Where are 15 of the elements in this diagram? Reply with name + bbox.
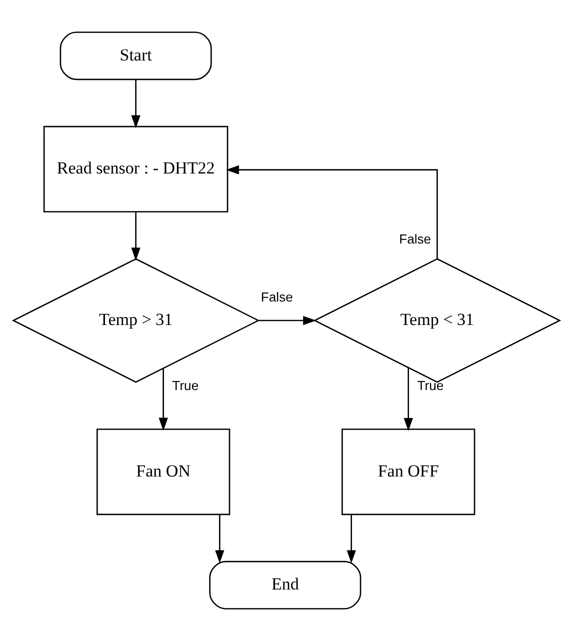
node-box: Start [60, 32, 212, 80]
node-box: Fan ON [96, 428, 230, 516]
arrow [131, 80, 140, 128]
arrow [131, 212, 140, 261]
edge-label: False [399, 232, 432, 247]
arrow [404, 368, 413, 432]
arrow [346, 514, 356, 564]
node-box: Fan OFF [342, 428, 476, 516]
node-box: Read sensor : - DHT22 [43, 126, 228, 212]
arrow [215, 514, 224, 564]
arrow [158, 368, 168, 431]
edge-label: False [260, 290, 293, 305]
arrow [258, 316, 316, 326]
node-box: End [209, 560, 362, 610]
arrow [226, 165, 438, 259]
